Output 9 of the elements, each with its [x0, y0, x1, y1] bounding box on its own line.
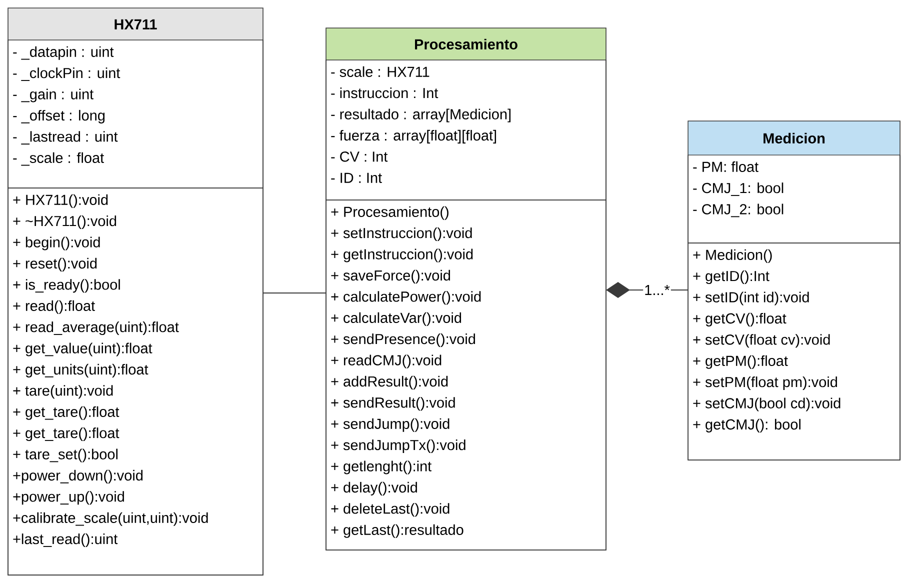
attribute-compartment: - _datapin : uint - _clockPin : uint - _gain : uint - _offset : long - _lastread : uint - _scale : float [8, 40, 264, 188]
method-compartment: + Procesamiento() + setInstruccion():void + getInstruccion():void + saveForce():void + calculatePower():void + calculateVar():void + sendPresence():void + readCMJ():void + addResult():void + sendResult():void + sendJump():void + sendJumpTx():void + getlenght():int + delay():void + deleteLast():void + getLast():resultado [326, 200, 606, 550]
method-compartment: + HX711():void + ~HX711():void + begin():void + reset():void + is_ready():bool + read():float + read_average(uint):float + get_value(uint):float + get_units(uint):float + tare(uint):void + get_tare():float + get_tare():float + tare_set():bool +power_down():void +power_up():void +calibrate_scale(uint,uint):void +last_read():uint [8, 188, 264, 576]
association-line [262, 292, 326, 294]
attribute-compartment: - scale : HX711 - instruccion : Int - resultado : array[Medicion] - fuerza : array[float][float] - CV : Int - ID : Int [326, 60, 606, 200]
multiplicity-label: 1...* [643, 284, 671, 296]
method-compartment: + Medicion() + getID():Int + setID(int id):void + getCV():float + setCV(float cv):void + getPM():float + setPM(float pm):void + setCMJ(bool cd):void + getCMJ(): bool [688, 242, 900, 460]
attribute-compartment: - PM: float - CMJ_1: bool - CMJ_2: bool [688, 154, 900, 244]
association-line [606, 282, 688, 298]
